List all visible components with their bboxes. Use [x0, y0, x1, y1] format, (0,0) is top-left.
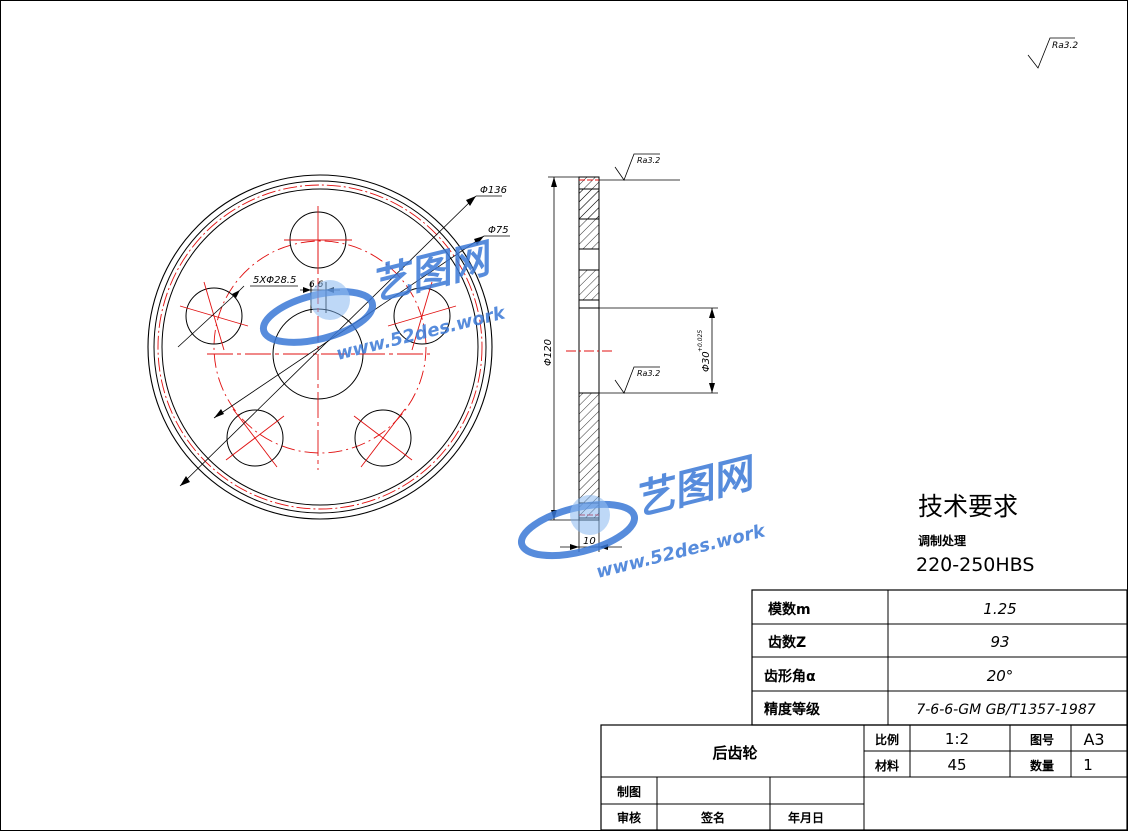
- material-value: 45: [947, 756, 966, 774]
- roughness-symbol-general: Ra3.2: [1027, 37, 1078, 69]
- outer-circle: [147, 174, 493, 520]
- dim-height: Φ120: [543, 339, 554, 366]
- tech-line-1: 调制处理: [918, 533, 966, 548]
- param-value: 93: [990, 633, 1009, 651]
- dimension-arrows: [180, 196, 484, 486]
- material-label: 材料: [874, 758, 899, 773]
- part-name: 后齿轮: [712, 744, 757, 762]
- main-centerlines: [207, 240, 430, 470]
- dim-bore-tolerance: +0.025: [697, 330, 704, 352]
- side-view: Φ120 Φ30 +0.025 10 Ra3.2 Ra3.2: [543, 153, 718, 552]
- section-upper-2: [578, 269, 600, 301]
- param-value: 1.25: [983, 600, 1016, 618]
- tech-line-2: 220-250HBS: [916, 554, 1034, 576]
- param-label: 齿数Z: [768, 634, 806, 651]
- dim-pitch-diameter: Φ75: [488, 225, 509, 236]
- roughness-symbol-bore: Ra3.2: [614, 366, 660, 394]
- lightening-hole: [393, 287, 451, 345]
- drawn-label: 制图: [617, 784, 641, 799]
- watermark-url: www.52des.work: [594, 520, 768, 583]
- dim-bore: Φ30: [701, 351, 712, 372]
- svg-text:Ra3.2: Ra3.2: [637, 156, 660, 165]
- front-view: Φ136 Φ75 5XΦ28.5 6.6: [147, 174, 510, 520]
- root-circle: [161, 188, 479, 506]
- param-value: 7-6-6-GM GB/T1357-1987: [916, 702, 1095, 718]
- hole-pitch-circle: [213, 240, 427, 454]
- dim-outer-diameter: Φ136: [480, 185, 507, 196]
- roughness-symbol-top: Ra3.2: [599, 153, 680, 181]
- title-block: 后齿轮 比例 1:2 图号 A3 材料 45 数量 1 制图 审核 签名 年月日: [600, 724, 1128, 831]
- lightening-hole: [226, 409, 284, 467]
- gear-parameter-table: 模数m 1.25 齿数Z 93 齿形角α 20° 精度等级 7-6-6-GM G…: [751, 589, 1128, 726]
- tech-requirements: 技术要求 调制处理 220-250HBS: [916, 492, 1034, 576]
- drawing-no-value: A3: [1083, 730, 1104, 749]
- param-label: 齿形角α: [764, 668, 816, 685]
- dim-holes: 5XΦ28.5: [253, 275, 296, 286]
- svg-text:Ra3.2: Ra3.2: [637, 369, 660, 378]
- addendum-circle: [153, 180, 487, 514]
- lightening-hole: [185, 287, 243, 345]
- param-label: 模数m: [768, 601, 811, 618]
- roughness-label: Ra3.2: [1052, 41, 1078, 51]
- lightening-hole: [354, 409, 412, 467]
- dim-width: 10: [583, 536, 596, 547]
- tech-heading: 技术要求: [918, 492, 1018, 521]
- checked-label: 审核: [617, 810, 641, 825]
- quantity-label: 数量: [1030, 758, 1054, 773]
- param-label: 精度等级: [764, 701, 821, 718]
- param-value: 20°: [987, 667, 1014, 685]
- date-label: 年月日: [788, 810, 824, 825]
- scale-value: 1:2: [945, 730, 969, 748]
- pitch-circle: [157, 184, 483, 510]
- dim-bore-lines: [599, 307, 718, 394]
- signature-label: 签名: [700, 810, 725, 825]
- scale-label: 比例: [875, 732, 899, 747]
- watermark-title: 艺图网: [366, 235, 499, 310]
- quantity-value: 1: [1083, 756, 1093, 774]
- drawing-no-label: 图号: [1030, 732, 1054, 747]
- watermark-title: 艺图网: [629, 450, 762, 525]
- dim-slot: 6.6: [309, 280, 324, 290]
